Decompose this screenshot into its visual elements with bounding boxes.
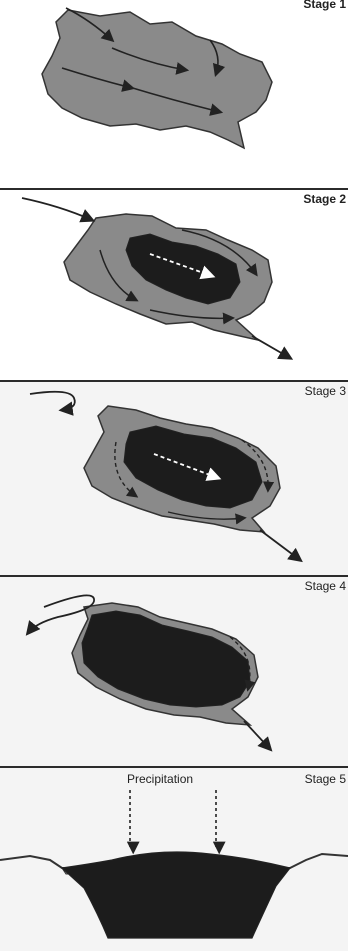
stage-1-panel: Stage 1 [0, 0, 348, 188]
outflow-arrow [244, 721, 270, 749]
stage-3-diagram [0, 382, 348, 575]
stage-3-panel: Stage 3 [0, 382, 348, 575]
outflow-arrow [260, 530, 300, 560]
ice-sheet [42, 10, 272, 148]
stage-1-diagram [0, 0, 348, 188]
stage-4-panel: Stage 4 [0, 577, 348, 766]
stage-2-diagram [0, 190, 348, 380]
inflow-arrow [22, 198, 92, 220]
stage-5-diagram [0, 768, 348, 951]
stage-4-diagram [0, 577, 348, 766]
outflow-arrow [252, 336, 290, 358]
stage-5-panel: Precipitation Stage 5 [0, 768, 348, 951]
lake-basin [62, 852, 290, 938]
curled-inflow-arrow [30, 392, 75, 410]
stage-2-panel: Stage 2 [0, 190, 348, 380]
